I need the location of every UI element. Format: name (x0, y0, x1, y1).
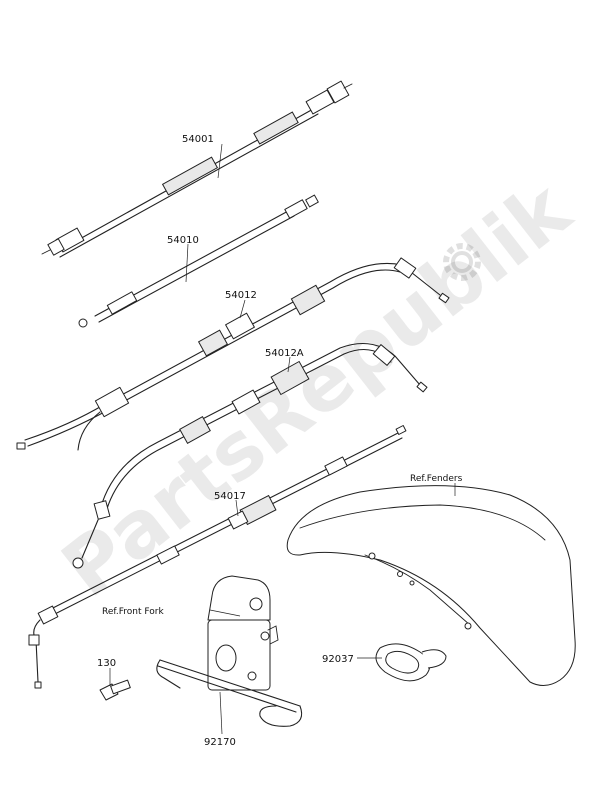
label-ref-fenders: Ref.Fenders (410, 474, 463, 484)
label-54017: 54017 (214, 491, 246, 502)
label-54010: 54010 (167, 235, 199, 246)
cable-54017 (28, 425, 407, 689)
bolt-130 (99, 679, 131, 701)
leader-lines (109, 143, 456, 735)
label-ref-front-fork: Ref.Front Fork (102, 607, 164, 617)
holder-92170 (156, 659, 303, 727)
gear-icon (443, 243, 481, 281)
cable-54012a (72, 342, 428, 569)
label-54001: 54001 (182, 134, 214, 145)
label-54012: 54012 (225, 290, 257, 301)
labels: 54001 54010 54012 54012A 54017 Ref.Fende… (97, 134, 463, 748)
fork-bracket (207, 575, 279, 691)
cable-54012 (16, 257, 450, 451)
label-92037: 92037 (322, 654, 354, 665)
label-130: 130 (97, 658, 116, 669)
label-54012a: 54012A (265, 348, 304, 359)
cable-54001 (41, 80, 353, 258)
grommet-92037 (375, 643, 447, 682)
cable-54010 (78, 194, 319, 328)
front-fender (286, 485, 576, 686)
label-92170: 92170 (204, 737, 236, 748)
